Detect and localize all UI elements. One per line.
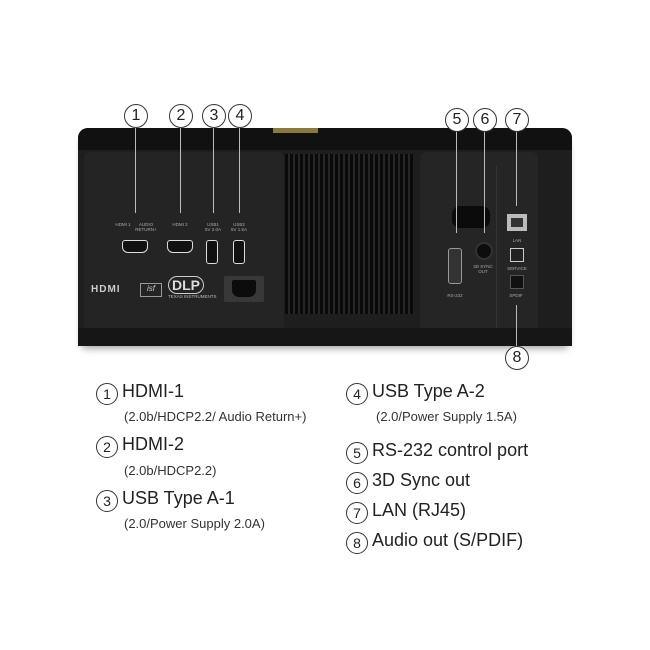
usb1-port (206, 240, 218, 264)
callout-line-2 (180, 128, 181, 213)
bottom-band (78, 328, 572, 346)
callout-line-7 (516, 128, 517, 206)
callout-line-8 (516, 305, 517, 347)
legend-item-6: 63D Sync out (346, 470, 470, 494)
hdmi2-port (167, 240, 193, 253)
callout-8: 8 (505, 346, 529, 370)
callout-line-4 (239, 128, 240, 213)
audio-return-label: AUDIO RETURN+ (134, 222, 158, 232)
usb1-label: USB1 5V 2.0A (204, 222, 222, 232)
3d-sync-label: 3D SYNC OUT (472, 264, 494, 274)
hdmi1-label: HDMI 1 (113, 222, 133, 227)
callout-3: 3 (202, 104, 226, 128)
rs232-port (448, 248, 462, 284)
legend-item-7: 7LAN (RJ45) (346, 500, 466, 524)
hdmi-logo: HDMI (91, 284, 121, 295)
spdif-port (510, 275, 524, 289)
legend-sub-4: (2.0/Power Supply 1.5A) (376, 409, 517, 424)
legend-item-2: 2HDMI-2 (96, 434, 184, 458)
legend-item-5: 5RS-232 control port (346, 440, 528, 464)
service-label: SERVICE (504, 266, 530, 271)
gold-accent (273, 128, 318, 133)
legend-item-8: 8Audio out (S/PDIF) (346, 530, 523, 554)
lan-port (507, 214, 527, 231)
legend-item-4: 4USB Type A-2 (346, 381, 485, 405)
spdif-label: SPDIF (506, 293, 526, 298)
callout-7: 7 (505, 108, 529, 132)
callout-line-5 (456, 128, 457, 233)
3d-sync-port (475, 242, 493, 260)
vent-grille (285, 154, 413, 314)
hdmi1-port (122, 240, 148, 253)
dlp-text: DLP (168, 276, 204, 294)
legend-sub-2: (2.0b/HDCP2.2) (124, 463, 216, 478)
legend-sub-1: (2.0b/HDCP2.2/ Audio Return+) (124, 409, 306, 424)
legend-item-1: 1HDMI-1 (96, 381, 184, 405)
hdmi2-label: HDMI 2 (168, 222, 192, 227)
callout-2: 2 (169, 104, 193, 128)
ti-text: TEXAS INSTRUMENTS (168, 294, 218, 299)
usb2-label: USB2 5V 1.5A (230, 222, 248, 232)
power-inlet (224, 276, 264, 302)
lan-label: LAN (507, 238, 527, 243)
callout-line-3 (213, 128, 214, 213)
callout-line-1 (135, 128, 136, 213)
callout-line-6 (484, 128, 485, 233)
service-port (510, 248, 524, 262)
rs232-label: RS-232 (444, 293, 466, 298)
callout-1: 1 (124, 104, 148, 128)
isf-logo: isf (140, 283, 162, 297)
callout-6: 6 (473, 108, 497, 132)
callout-4: 4 (228, 104, 252, 128)
legend-item-3: 3USB Type A-1 (96, 488, 235, 512)
callout-5: 5 (445, 108, 469, 132)
legend-sub-3: (2.0/Power Supply 2.0A) (124, 516, 265, 531)
projector-rear-panel (78, 128, 572, 346)
top-band (78, 128, 572, 150)
dlp-logo: DLP TEXAS INSTRUMENTS (168, 276, 218, 299)
usb2-port (233, 240, 245, 264)
